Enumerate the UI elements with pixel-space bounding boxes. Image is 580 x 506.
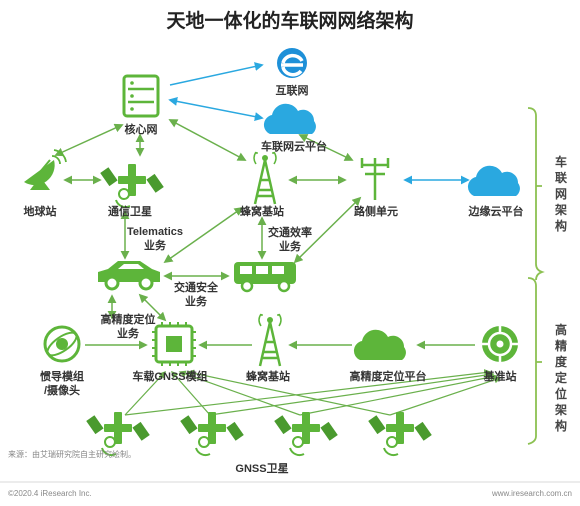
svg-text:车: 车 — [555, 154, 567, 169]
bus-icon — [234, 262, 296, 293]
svg-text:构: 构 — [555, 418, 567, 433]
label-core-network: 核心网 — [125, 122, 158, 136]
label-traffic-efficiency-2: 业务 — [279, 239, 302, 253]
label-gnss-module: 车载GNSS模组 — [132, 369, 207, 383]
cloud-icon — [353, 329, 406, 360]
svg-text:高: 高 — [555, 322, 567, 337]
svg-text:联: 联 — [555, 171, 567, 185]
label-hd-service-1: 高精度定位 — [101, 312, 156, 326]
cell-tower-icon — [252, 150, 278, 206]
satellite-icon — [99, 163, 165, 209]
label-telematics-cloud: 车联网云平台 — [261, 139, 327, 153]
label-telematics-service-2: 业务 — [144, 238, 167, 252]
server-icon — [122, 74, 160, 118]
gyroscope-icon — [43, 325, 81, 363]
label-edge-cloud: 边缘云平台 — [468, 204, 524, 218]
svg-text:架: 架 — [554, 402, 567, 417]
internet-browser-icon — [277, 48, 307, 78]
label-traffic-safety-1: 交通安全 — [174, 280, 219, 294]
footer-source: 来源：由艾瑞研究院自主研究绘制。 — [8, 449, 136, 459]
label-hd-service-2: 业务 — [117, 326, 140, 340]
bracket-hd-positioning — [527, 277, 542, 445]
label-traffic-efficiency-1: 交通效率 — [268, 225, 312, 239]
svg-text:位: 位 — [555, 386, 567, 401]
satellite-icon — [179, 411, 245, 457]
svg-text:精: 精 — [555, 338, 567, 353]
satellite-icon — [85, 411, 151, 457]
svg-text:架: 架 — [554, 202, 567, 217]
diagram-title: 天地一体化的车联网网络架构 — [166, 9, 413, 32]
cloud-icon — [467, 165, 520, 196]
cloud-icon — [263, 103, 316, 134]
satellite-icon — [273, 411, 339, 457]
label-cell-tower-bottom: 蜂窝基站 — [246, 369, 290, 383]
gnss-signal-lines — [124, 369, 502, 416]
label-hd-platform: 高精度定位平台 — [350, 369, 427, 383]
roadside-unit-icon — [360, 158, 390, 200]
satellite-icon — [367, 411, 433, 457]
label-traffic-safety-2: 业务 — [185, 294, 208, 308]
bracket-telematics — [527, 107, 545, 281]
svg-text:度: 度 — [555, 354, 568, 369]
svg-text:定: 定 — [555, 370, 567, 385]
label-roadside-unit: 路侧单元 — [354, 204, 398, 218]
side-label-telematics-arch: 车 联 网 架 构 — [554, 154, 567, 233]
satellite-dish-icon — [24, 149, 67, 190]
footer-website: www.iresearch.com.cn — [491, 489, 572, 498]
label-gnss-satellites: GNSS卫星 — [235, 462, 288, 475]
label-internet: 互联网 — [276, 83, 309, 97]
label-inertial-2: /摄像头 — [44, 383, 80, 397]
label-comm-satellite: 通信卫星 — [108, 204, 152, 218]
footer-copyright: ©2020.4 iResearch Inc. — [8, 489, 92, 498]
label-earth-station: 地球站 — [24, 204, 57, 218]
label-inertial-1: 惯导模组 — [40, 369, 84, 383]
chip-icon — [152, 322, 196, 366]
connections — [54, 62, 475, 350]
label-telematics-service-1: Telematics — [127, 226, 183, 238]
svg-text:构: 构 — [555, 218, 567, 233]
cell-tower-icon — [257, 312, 283, 368]
svg-text:网: 网 — [555, 187, 567, 201]
target-icon — [482, 326, 518, 362]
side-label-hd-positioning-arch: 高 精 度 定 位 架 构 — [554, 322, 568, 433]
label-cell-tower-top: 蜂窝基站 — [240, 204, 284, 218]
label-base-station: 基准站 — [483, 369, 517, 383]
car-icon — [98, 261, 160, 291]
